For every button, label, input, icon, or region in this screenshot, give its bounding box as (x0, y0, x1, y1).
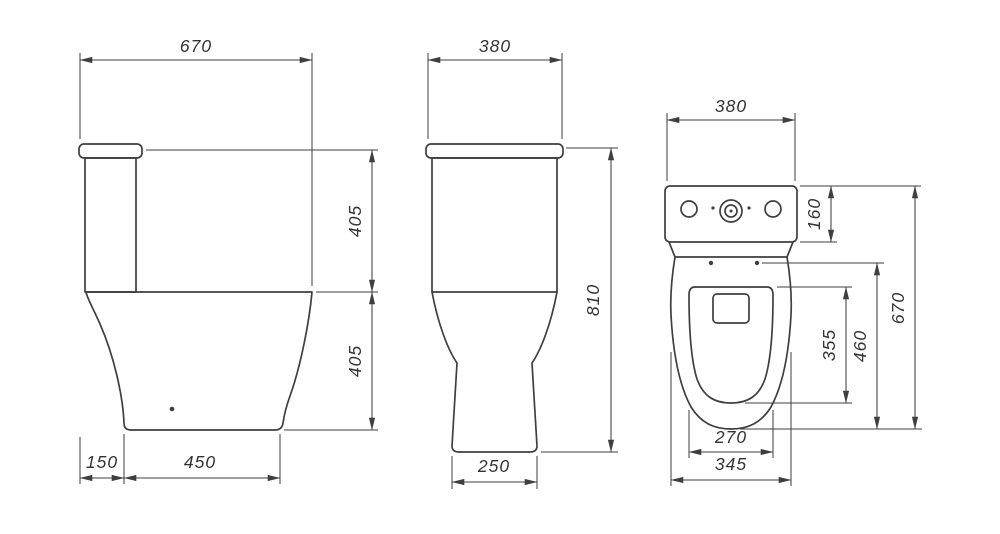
side-drain-dot (169, 406, 175, 412)
dim-front-base-width: 250 (451, 456, 538, 489)
dim-top-tank-depth: 160 (800, 185, 921, 243)
dim-side-depth: 670 (79, 36, 313, 286)
dim-front-width-label: 380 (479, 36, 511, 56)
side-view: 670 405 405 150 450 (78, 36, 378, 484)
dim-top-total-depth-label: 670 (888, 292, 908, 324)
dim-top-opening-depth-label: 355 (819, 329, 839, 361)
dim-front-height: 810 (541, 147, 618, 453)
dim-top-opening-width: 270 (688, 410, 774, 458)
front-view: 380 810 250 (425, 36, 618, 489)
side-bowl-outline (85, 291, 313, 431)
top-tank-transition-left (668, 241, 676, 258)
top-hinge-hole-dot (754, 260, 760, 266)
top-flush-button-center-dot (729, 209, 733, 213)
top-tank-mark-dot (711, 206, 715, 210)
dim-top-seat-depth: 460 (740, 262, 922, 430)
dim-top-seat-width-label: 345 (715, 454, 747, 474)
dim-front-width: 380 (427, 36, 563, 139)
front-tank-body (431, 157, 558, 293)
dim-side-base-depth-label: 450 (184, 452, 216, 472)
dim-front-base-width-label: 250 (477, 456, 510, 476)
top-tank-mark-dot (747, 206, 751, 210)
top-trap-opening (712, 293, 750, 324)
front-bowl-outline (431, 291, 558, 453)
top-bowl-opening-outline (688, 286, 774, 404)
dim-side-bowl-height-label: 405 (345, 345, 365, 377)
side-tank-lid (78, 143, 143, 159)
dim-top-total-depth: 670 (888, 185, 919, 430)
dim-front-height-label: 810 (583, 284, 603, 316)
dim-top-opening-depth: 355 (745, 286, 852, 404)
top-tank-outline (664, 185, 798, 243)
top-flush-button-inner (724, 204, 738, 218)
dim-top-seat-depth-label: 460 (850, 330, 870, 362)
front-tank-lid (425, 143, 564, 159)
dim-side-tank-height-label: 405 (345, 205, 365, 237)
top-tank-transition-right (786, 241, 794, 258)
top-flush-button-outer (719, 199, 743, 223)
dim-top-opening-width-label: 270 (714, 427, 747, 447)
top-seat-outline (669, 256, 793, 430)
dim-side-depth-label: 670 (180, 36, 212, 56)
dim-top-seat-width: 345 (670, 352, 792, 486)
top-view: 380 160 355 460 670 (664, 96, 922, 486)
dim-top-tank-width-label: 380 (715, 96, 747, 116)
top-left-button (680, 200, 698, 218)
dim-side-tank-height: 405 (146, 149, 378, 293)
dim-top-tank-depth-label: 160 (804, 198, 824, 230)
dim-top-tank-width: 380 (666, 96, 796, 181)
dim-side-bowl-height: 405 (284, 291, 378, 431)
dim-side-back-offset-label: 150 (86, 452, 118, 472)
side-tank-body (84, 157, 137, 293)
top-hinge-hole-dot (708, 260, 714, 266)
dim-side-bottom: 150 450 (79, 434, 281, 484)
top-right-button (764, 200, 782, 218)
